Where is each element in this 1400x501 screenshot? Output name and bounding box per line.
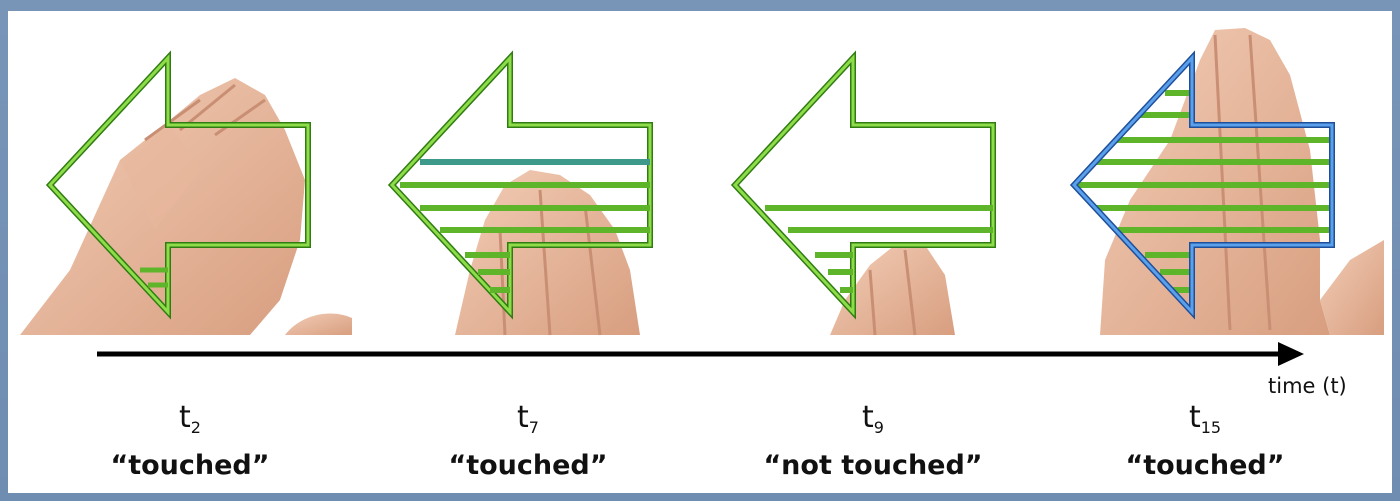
frame-3-arrow-outline [730, 50, 996, 320]
frame-4-touch-lines [1078, 90, 1332, 293]
time-axis-label: time (t) [1268, 374, 1347, 398]
frame-1-time-label: t2 [179, 400, 201, 437]
frame-1-status: “touched” [110, 450, 270, 481]
frame-1-touch-lines [140, 267, 168, 288]
frame-4-status: “touched” [1125, 450, 1285, 481]
frame-1-hand [20, 78, 352, 335]
frame-3-hand [830, 245, 955, 336]
frame-4-arrow-outline [1069, 50, 1335, 320]
frame-3-status: “not touched” [763, 450, 983, 481]
frame-2-status: “touched” [448, 450, 608, 481]
time-axis [97, 342, 1304, 366]
frame-3-touch-lines [765, 205, 993, 293]
frame-2-time-label: t7 [517, 400, 539, 437]
frame-4-hand [1100, 28, 1384, 335]
frame-3-time-label: t9 [862, 400, 884, 437]
frame-4-time-label: t15 [1188, 400, 1222, 437]
time-axis-arrowhead [1278, 342, 1304, 366]
frame-2-touch-lines [400, 159, 650, 293]
frame-2-hand [455, 170, 640, 336]
frame-1-arrow-outline [45, 50, 311, 320]
